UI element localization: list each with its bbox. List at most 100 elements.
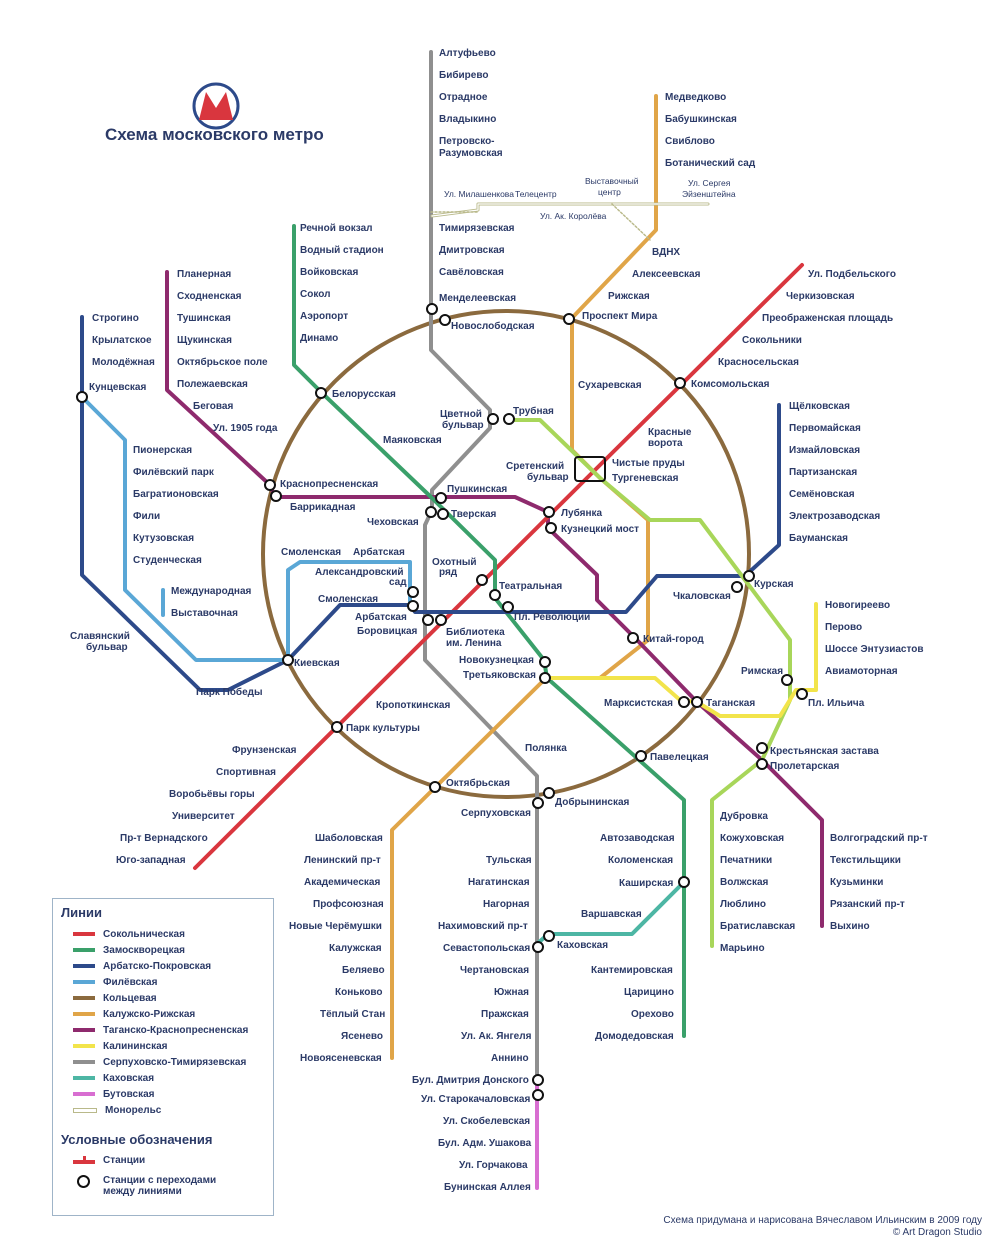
line-swatch-icon bbox=[73, 1028, 95, 1032]
transfer-box-chistye-prudy bbox=[574, 456, 606, 482]
station-label: Трубная bbox=[513, 405, 554, 417]
station-label: Братиславская bbox=[720, 921, 795, 932]
station-label: Крылатское bbox=[92, 335, 152, 346]
station-label: Александровский bbox=[315, 567, 404, 578]
station-label: Семёновская bbox=[789, 489, 855, 500]
station-label: Ул. Милашенкова bbox=[444, 189, 514, 199]
line-swatch-icon bbox=[73, 1092, 95, 1096]
station-label: Комсомольская bbox=[691, 379, 770, 390]
station-label: Серпуховская bbox=[461, 808, 531, 819]
station-label: Полянка bbox=[525, 743, 567, 754]
station-label: Пл. Революции bbox=[514, 612, 590, 623]
station-label: Фрунзенская bbox=[232, 745, 297, 756]
station-label: Тургеневская bbox=[612, 473, 679, 484]
station-label: Багратионовская bbox=[133, 489, 219, 500]
station-label: Ул. 1905 года bbox=[213, 423, 278, 434]
legend-line-name: Арбатско-Покровская bbox=[103, 960, 212, 972]
station-label: Выставочный bbox=[585, 176, 639, 186]
station-label: Войковская bbox=[300, 267, 358, 278]
station-label: Фили bbox=[133, 511, 160, 522]
station-label: Красные bbox=[648, 427, 692, 438]
station-label: Бабушкинская bbox=[665, 113, 737, 125]
station-label: Академическая bbox=[304, 877, 380, 888]
legend-line-item: Монорельс bbox=[73, 1102, 273, 1118]
station-label: Выставочная bbox=[171, 608, 238, 619]
legend-symbols-title: Условные обозначения bbox=[61, 1132, 213, 1147]
station-label: Смоленская bbox=[281, 547, 341, 558]
station-label: Нагатинская bbox=[468, 877, 530, 888]
station-label: Пражская bbox=[481, 1009, 529, 1020]
station-label: Нахимовский пр-т bbox=[438, 921, 528, 932]
station-label: Коломенская bbox=[608, 855, 673, 866]
station-label: Телецентр bbox=[515, 189, 557, 199]
station-label: Чкаловская bbox=[673, 591, 731, 602]
station-label: Бул. Адм. Ушакова bbox=[438, 1138, 532, 1149]
station-label: Новогиреево bbox=[825, 600, 890, 611]
station-label: Третьяковская bbox=[463, 670, 536, 681]
station-label: бульвар bbox=[527, 471, 569, 483]
station-label: Бауманская bbox=[789, 533, 848, 544]
station-label: Волгоградский пр-т bbox=[830, 833, 928, 844]
station-label: Тушинская bbox=[177, 313, 231, 324]
station-label: ряд bbox=[439, 567, 458, 578]
legend-line-name: Сокольническая bbox=[103, 928, 185, 940]
station-label: Пионерская bbox=[133, 445, 192, 456]
legend-line-item: Бутовская bbox=[73, 1086, 273, 1102]
legend-line-item: Кольцевая bbox=[73, 990, 273, 1006]
station-label: Речной вокзал bbox=[300, 223, 373, 234]
station-label: Дмитровская bbox=[439, 245, 505, 256]
station-label: Волжская bbox=[720, 877, 769, 888]
station-label: Парк Победы bbox=[196, 686, 263, 698]
station-label: Павелецкая bbox=[650, 752, 709, 763]
station-label: Студенческая bbox=[133, 555, 202, 566]
station-label: Партизанская bbox=[789, 467, 857, 478]
map-title: Схема московского метро bbox=[105, 125, 324, 144]
station-label: Кузьминки bbox=[830, 877, 883, 888]
line-swatch-icon bbox=[73, 1107, 97, 1113]
station-label: Театральная bbox=[499, 581, 562, 592]
station-label: Строгино bbox=[92, 313, 139, 324]
legend-lines-title: Линии bbox=[61, 905, 102, 920]
station-label: Ул. Сергея bbox=[688, 178, 731, 188]
station-label: Тёплый Стан bbox=[320, 1009, 385, 1020]
station-label: Профсоюзная bbox=[313, 898, 384, 910]
station-label: Электрозаводская bbox=[789, 511, 880, 522]
station-label: Аэропорт bbox=[300, 311, 348, 322]
station-label: Алексеевская bbox=[632, 269, 701, 280]
station-label: Щёлковская bbox=[789, 401, 850, 412]
station-label: Петровско- bbox=[439, 136, 495, 147]
kakhovskaya-line bbox=[535, 880, 686, 946]
station-label: Славянский bbox=[70, 631, 130, 642]
station-label: Шаболовская bbox=[315, 832, 383, 844]
station-label: Бул. Дмитрия Донского bbox=[412, 1075, 529, 1086]
station-label: Сокольники bbox=[742, 335, 802, 346]
station-label: Каховская bbox=[557, 940, 608, 951]
station-label: Медведково bbox=[665, 92, 726, 103]
station-label: Первомайская bbox=[789, 423, 861, 434]
legend-line-item: Сокольническая bbox=[73, 926, 273, 942]
station-label: Сухаревская bbox=[578, 380, 642, 391]
station-label: Беляево bbox=[342, 965, 385, 976]
station-label: Ул. Подбельского bbox=[808, 268, 896, 280]
ring-line bbox=[261, 309, 751, 799]
station-label: бульвар bbox=[86, 641, 128, 653]
station-label: Октябрьская bbox=[446, 777, 510, 789]
station-label: Марксистская bbox=[604, 698, 673, 709]
station-label: Новослободская bbox=[451, 320, 535, 332]
station-label: Арбатская bbox=[353, 546, 405, 558]
line-swatch-icon bbox=[73, 980, 95, 984]
station-label: Дубровка bbox=[720, 810, 768, 822]
station-label: Алтуфьево bbox=[439, 47, 496, 59]
station-label: Ул. Скобелевская bbox=[443, 1115, 530, 1127]
sokolnicheskaya-line bbox=[193, 263, 804, 870]
station-label: Царицино bbox=[624, 987, 674, 998]
station-label: Кропоткинская bbox=[376, 700, 450, 711]
station-label: Чеховская bbox=[367, 517, 419, 528]
station-label: Полежаевская bbox=[177, 379, 248, 390]
legend-line-item: Замоскворецкая bbox=[73, 942, 273, 958]
legend-line-item: Каховская bbox=[73, 1070, 273, 1086]
station-label: Чертановская bbox=[460, 965, 529, 976]
station-label: Цветной bbox=[440, 409, 482, 420]
monorail-inner bbox=[431, 203, 709, 217]
